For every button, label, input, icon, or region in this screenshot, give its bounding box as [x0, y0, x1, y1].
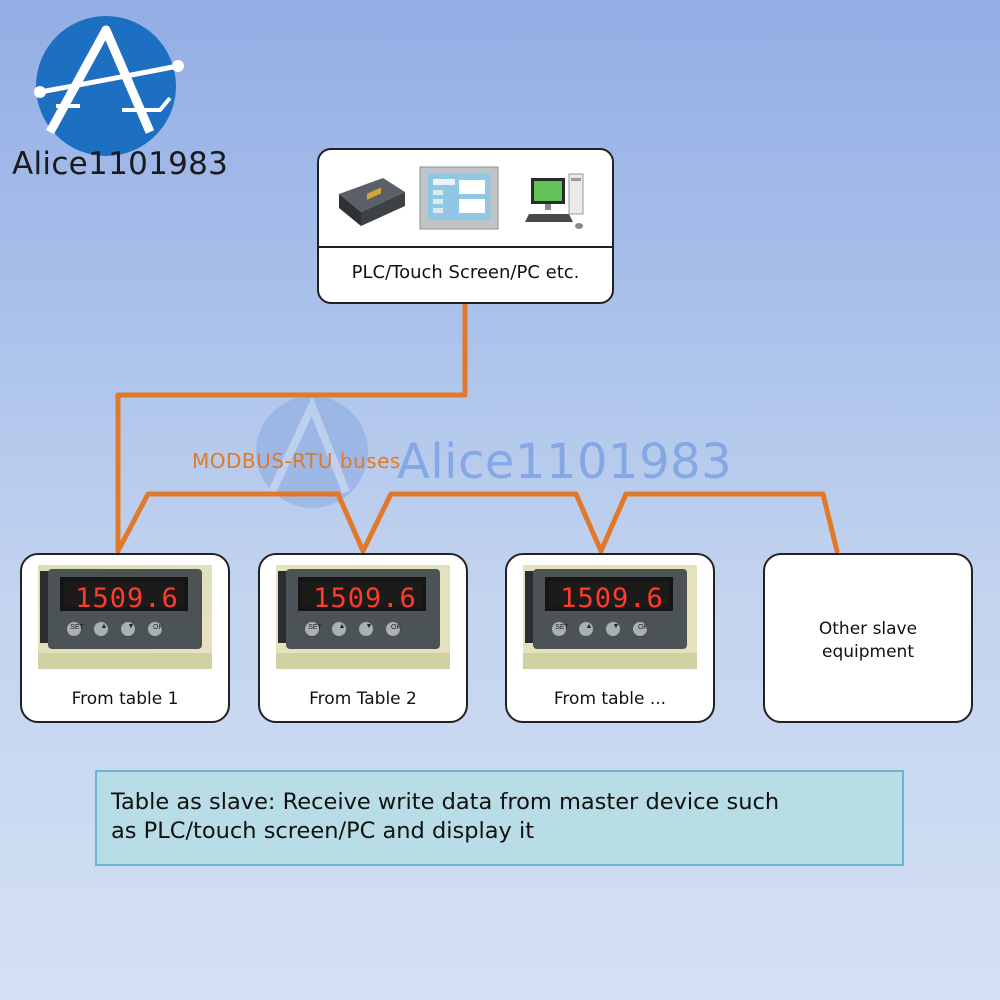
watermark-icon [256, 395, 368, 508]
bus-label: MODBUS-RTU buses [192, 449, 401, 473]
plc-icon [339, 178, 405, 226]
bus-segment-3 [598, 491, 840, 554]
master-label: PLC/Touch Screen/PC etc. [351, 262, 580, 283]
slave-label-2: From Table 2 [309, 689, 417, 709]
master-divider [319, 246, 612, 248]
slave-label-1: From table 1 [71, 689, 179, 709]
meter-display: 1509.6 [560, 583, 664, 614]
meter-set-button-label: SET [308, 624, 322, 631]
meter-ok-button-label: OK [152, 624, 164, 631]
meter-set-button-label: SET [555, 624, 569, 631]
other-slave-label-line1: Other slave [818, 619, 918, 639]
logo-emblem-icon [34, 16, 184, 156]
meter-image [523, 565, 697, 669]
note-line-2: as PLC/touch screen/PC and display it [111, 818, 535, 844]
other-slave-label-line2: equipment [822, 642, 914, 662]
meter-up-button-label: ▲ [338, 623, 346, 630]
meter-image [38, 565, 212, 669]
meter-up-button-label: ▲ [100, 623, 108, 630]
meter-down-button-label: ▼ [612, 623, 620, 630]
slave-box-3: 1509.6 SET ▲ ▼ OK From table ... [505, 553, 715, 723]
description-note: Table as slave: Receive write data from … [95, 770, 904, 866]
note-line-1: Table as slave: Receive write data from … [111, 789, 780, 815]
meter-set-button-label: SET [70, 624, 84, 631]
other-slave-label: Other slave equipment [765, 618, 971, 664]
meter-display: 1509.6 [75, 583, 179, 614]
watermark-text: Alice1101983 [397, 434, 733, 490]
meter-down-button-label: ▼ [127, 623, 135, 630]
computer-icon [525, 173, 584, 229]
other-slave-box: Other slave equipment [763, 553, 973, 723]
slave-box-2: 1509.6 SET ▲ ▼ OK From Table 2 [258, 553, 468, 723]
logo-text: Alice1101983 [12, 146, 229, 182]
master-device-box: PLC/Touch Screen/PC etc. [317, 148, 614, 304]
meter-ok-button-label: OK [637, 624, 649, 631]
slave-box-1: 1509.6 SET ▲ ▼ OK From table 1 [20, 553, 230, 723]
bus-segment-2 [360, 491, 604, 554]
meter-up-button-label: ▲ [585, 623, 593, 630]
touch-screen-icon [419, 166, 499, 230]
meter-ok-button-label: OK [390, 624, 402, 631]
meter-display: 1509.6 [313, 583, 417, 614]
meter-image [276, 565, 450, 669]
slave-label-3: From table ... [553, 689, 667, 709]
bus-segment-1 [115, 491, 366, 554]
meter-down-button-label: ▼ [365, 623, 373, 630]
master-drop-line [115, 299, 468, 554]
